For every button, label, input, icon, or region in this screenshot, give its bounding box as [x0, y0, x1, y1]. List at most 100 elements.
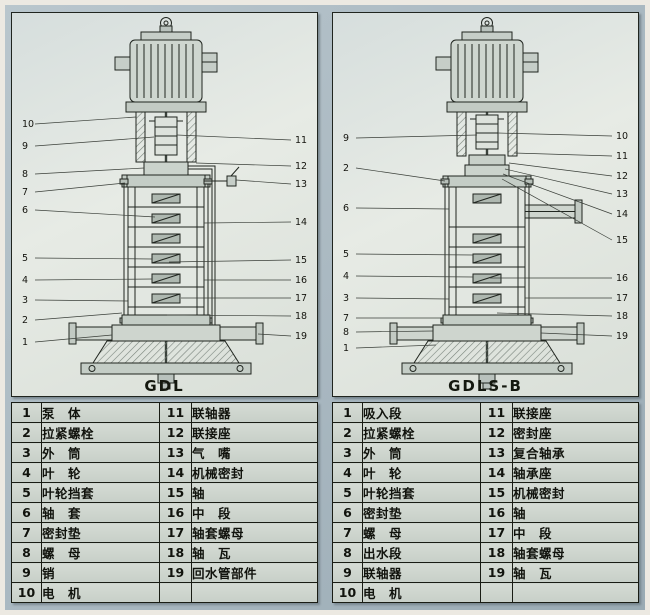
- part-name-cell: 轴 瓦: [191, 542, 318, 563]
- air-valve: [203, 166, 239, 187]
- barrel-and-stages: [440, 178, 533, 324]
- part-number-cell: 15: [159, 482, 192, 503]
- part-name-cell: 出水段: [362, 542, 481, 563]
- part-number-cell: 17: [159, 522, 192, 543]
- part-number-cell: 8: [11, 542, 42, 563]
- part-name-cell: 吸入段: [362, 402, 481, 423]
- callout-number: 11: [616, 151, 628, 162]
- coupling-stool: [456, 111, 517, 157]
- motor: [114, 17, 217, 113]
- callout-number: 12: [295, 161, 307, 172]
- part-number-cell: 12: [480, 422, 513, 443]
- coupling-stool: [135, 111, 196, 163]
- barrel-and-stages: [119, 178, 212, 324]
- part-name-cell: 机械密封: [191, 462, 318, 483]
- part-number-cell: 3: [332, 442, 363, 463]
- part-name-cell: 轴 套: [41, 502, 160, 523]
- callout-number: 8: [343, 327, 349, 338]
- part-number-cell: 19: [159, 562, 192, 583]
- part-number-cell: 6: [11, 502, 42, 523]
- part-number-cell: 14: [159, 462, 192, 483]
- part-name-cell: 复合轴承: [512, 442, 639, 463]
- callout-number: 18: [616, 311, 628, 322]
- part-name-cell: 回水管部件: [191, 562, 318, 583]
- callout-number: 15: [295, 255, 307, 266]
- callout-number: 18: [295, 311, 307, 322]
- part-name-cell: 中 段: [512, 522, 639, 543]
- gdls-b-pump-diagram: 9 2 6 5 4 3 7 8 1 10 11 12 13 14 15 16 1: [343, 17, 628, 390]
- gdl-diagram-box: 10 9 8 7 6 5 4 3 2 1 11 12 13 14 15 16 1: [11, 12, 318, 397]
- part-number-cell: 16: [480, 502, 513, 523]
- callout-number: 7: [22, 187, 28, 198]
- part-name-cell: 拉紧螺栓: [41, 422, 160, 443]
- part-number-cell: [480, 582, 513, 603]
- callout-number: 3: [343, 293, 349, 304]
- callout-number: 5: [22, 253, 28, 264]
- callout-number: 11: [295, 135, 307, 146]
- part-number-cell: 3: [11, 442, 42, 463]
- part-name-cell: 轴承座: [512, 462, 639, 483]
- part-number-cell: 6: [332, 502, 363, 523]
- part-name-cell: 联接座: [191, 422, 318, 443]
- part-number-cell: 2: [11, 422, 42, 443]
- part-number-cell: 4: [332, 462, 363, 483]
- part-number-cell: 7: [11, 522, 42, 543]
- callout-number: 2: [343, 163, 349, 174]
- callout-number: 14: [295, 217, 307, 228]
- callout-number: 10: [616, 131, 628, 142]
- model-caption-gdls-b: GDLS-B: [448, 377, 523, 395]
- discharge-pipe: [524, 199, 582, 224]
- part-number-cell: 15: [480, 482, 513, 503]
- mechanical-seal-housing: [121, 161, 210, 188]
- return-pipe: [187, 165, 215, 325]
- panel-gdls-b: 9 2 6 5 4 3 7 8 1 10 11 12 13 14 15 16 1: [332, 12, 639, 603]
- part-number-cell: 18: [480, 542, 513, 563]
- callout-number: 16: [295, 275, 307, 286]
- part-name-cell: 轴套螺母: [512, 542, 639, 563]
- callout-number: 9: [343, 133, 349, 144]
- part-number-cell: 10: [332, 582, 363, 603]
- callout-number: 5: [343, 249, 349, 260]
- part-number-cell: 2: [332, 422, 363, 443]
- part-number-cell: 12: [159, 422, 192, 443]
- part-name-cell: 轴: [512, 502, 639, 523]
- part-number-cell: 11: [159, 402, 192, 423]
- callout-numbers: 9 2 6 5 4 3 7 8 1 10 11 12 13 14 15 16 1: [343, 131, 628, 354]
- part-name-cell: 外 筒: [41, 442, 160, 463]
- callout-number: 9: [22, 141, 28, 152]
- part-number-cell: 17: [480, 522, 513, 543]
- part-name-cell: 螺 母: [41, 542, 160, 563]
- part-number-cell: 8: [332, 542, 363, 563]
- part-name-cell: 密封垫: [362, 502, 481, 523]
- callout-number: 4: [22, 275, 28, 286]
- part-number-cell: 7: [332, 522, 363, 543]
- part-name-cell: 轴套螺母: [191, 522, 318, 543]
- gdl-pump-diagram: 10 9 8 7 6 5 4 3 2 1 11 12 13 14 15 16 1: [22, 17, 307, 390]
- callout-number: 17: [616, 293, 628, 304]
- part-number-cell: 1: [11, 402, 42, 423]
- part-number-cell: [159, 582, 192, 603]
- part-number-cell: 13: [480, 442, 513, 463]
- motor: [435, 17, 538, 113]
- part-number-cell: 18: [159, 542, 192, 563]
- part-name-cell: 电 机: [362, 582, 481, 603]
- part-name-cell: 外 筒: [362, 442, 481, 463]
- part-name-cell: [191, 582, 318, 603]
- callout-number: 8: [22, 169, 28, 180]
- part-name-cell: 叶轮挡套: [362, 482, 481, 503]
- model-caption-gdl: GDL: [144, 377, 185, 395]
- part-number-cell: 16: [159, 502, 192, 523]
